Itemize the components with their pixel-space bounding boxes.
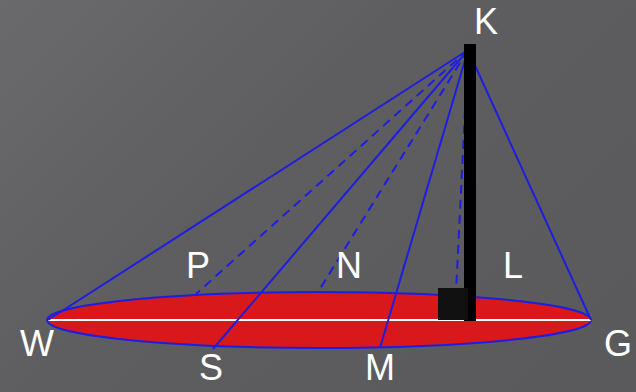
point-label: G	[604, 326, 632, 362]
base-ellipse	[47, 292, 591, 348]
slant-line	[213, 50, 468, 349]
slant-line	[48, 50, 468, 320]
slant-line	[380, 50, 468, 348]
slant-line	[468, 50, 591, 320]
pole	[464, 44, 476, 321]
point-label: N	[336, 248, 362, 284]
hidden-line	[196, 50, 468, 294]
point-label: S	[199, 350, 223, 386]
point-label: P	[186, 248, 210, 284]
point-label: K	[474, 4, 498, 40]
right-angle-mark	[438, 288, 468, 320]
diameter-line	[48, 319, 591, 321]
point-label: L	[503, 248, 523, 284]
point-label: W	[20, 326, 54, 362]
hidden-line	[318, 50, 468, 292]
point-label: M	[365, 350, 395, 386]
